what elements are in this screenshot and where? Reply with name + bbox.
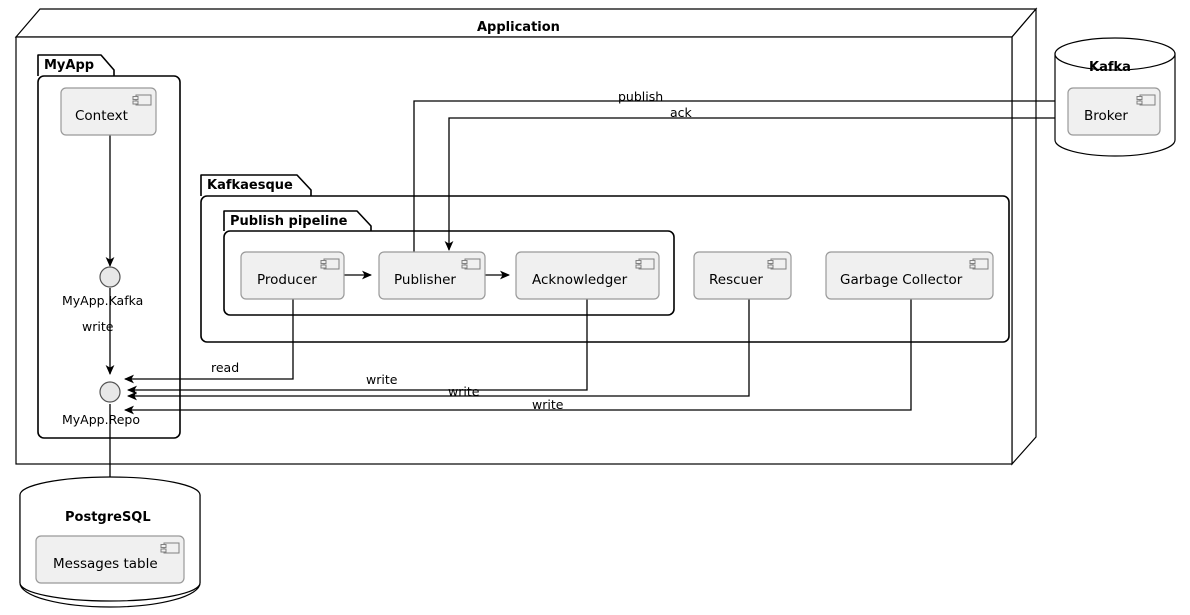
interface-label-myapp-repo: MyApp.Repo <box>62 412 140 427</box>
package-title-kafkaesque: Kafkaesque <box>207 178 293 193</box>
package-title-myapp: MyApp <box>44 58 95 73</box>
component-label-garbage-collector: Garbage Collector <box>840 272 963 288</box>
component-label-acknowledger: Acknowledger <box>532 272 628 288</box>
node-title-postgresql: PostgreSQL <box>65 510 151 525</box>
component-label-messages-table: Messages table <box>53 556 158 572</box>
component-icon <box>767 258 787 270</box>
application-title: Application <box>477 20 560 35</box>
package-title-publish-pipeline: Publish pipeline <box>230 214 348 229</box>
edge-label-acknowledger-write: write <box>366 372 398 387</box>
edge-acknowledger-write <box>127 298 588 395</box>
edge-label-rescuer-write: write <box>448 384 480 399</box>
interface-myapp-kafka[interactable] <box>99 266 121 288</box>
component-icon <box>132 94 152 106</box>
component-context[interactable] <box>60 87 157 136</box>
component-producer[interactable] <box>240 251 345 300</box>
component-label-producer: Producer <box>257 272 317 288</box>
component-icon <box>461 258 481 270</box>
edge-rescuer-write <box>127 298 750 401</box>
node-title-kafka: Kafka <box>1089 60 1131 75</box>
component-acknowledger[interactable] <box>515 251 660 300</box>
component-icon <box>320 258 340 270</box>
interface-label-myapp-kafka: MyApp.Kafka <box>62 293 144 308</box>
component-icon <box>1136 94 1156 106</box>
component-label-broker: Broker <box>1084 108 1128 124</box>
component-icon <box>635 258 655 270</box>
component-messages-table[interactable] <box>35 535 185 584</box>
edge-ack <box>444 117 1075 251</box>
component-label-context: Context <box>75 108 128 124</box>
edge-publish <box>413 96 1066 252</box>
component-broker[interactable] <box>1067 87 1161 136</box>
edge-label-publish: publish <box>618 89 664 104</box>
edge-garbage-collector-write <box>124 298 912 415</box>
component-icon <box>160 542 180 554</box>
edge-label-kafka-write: write <box>82 319 114 334</box>
component-icon <box>969 258 989 270</box>
edge-read <box>124 298 294 384</box>
edge-label-garbage-collector-write: write <box>532 397 564 412</box>
interface-myapp-repo[interactable] <box>99 381 121 403</box>
edge-label-ack: ack <box>670 105 692 120</box>
component-publisher[interactable] <box>378 251 486 300</box>
component-rescuer[interactable] <box>693 251 792 300</box>
component-label-publisher: Publisher <box>394 272 456 288</box>
component-label-rescuer: Rescuer <box>709 272 763 288</box>
component-garbage-collector[interactable] <box>825 251 994 300</box>
edge-label-read: read <box>211 360 240 375</box>
